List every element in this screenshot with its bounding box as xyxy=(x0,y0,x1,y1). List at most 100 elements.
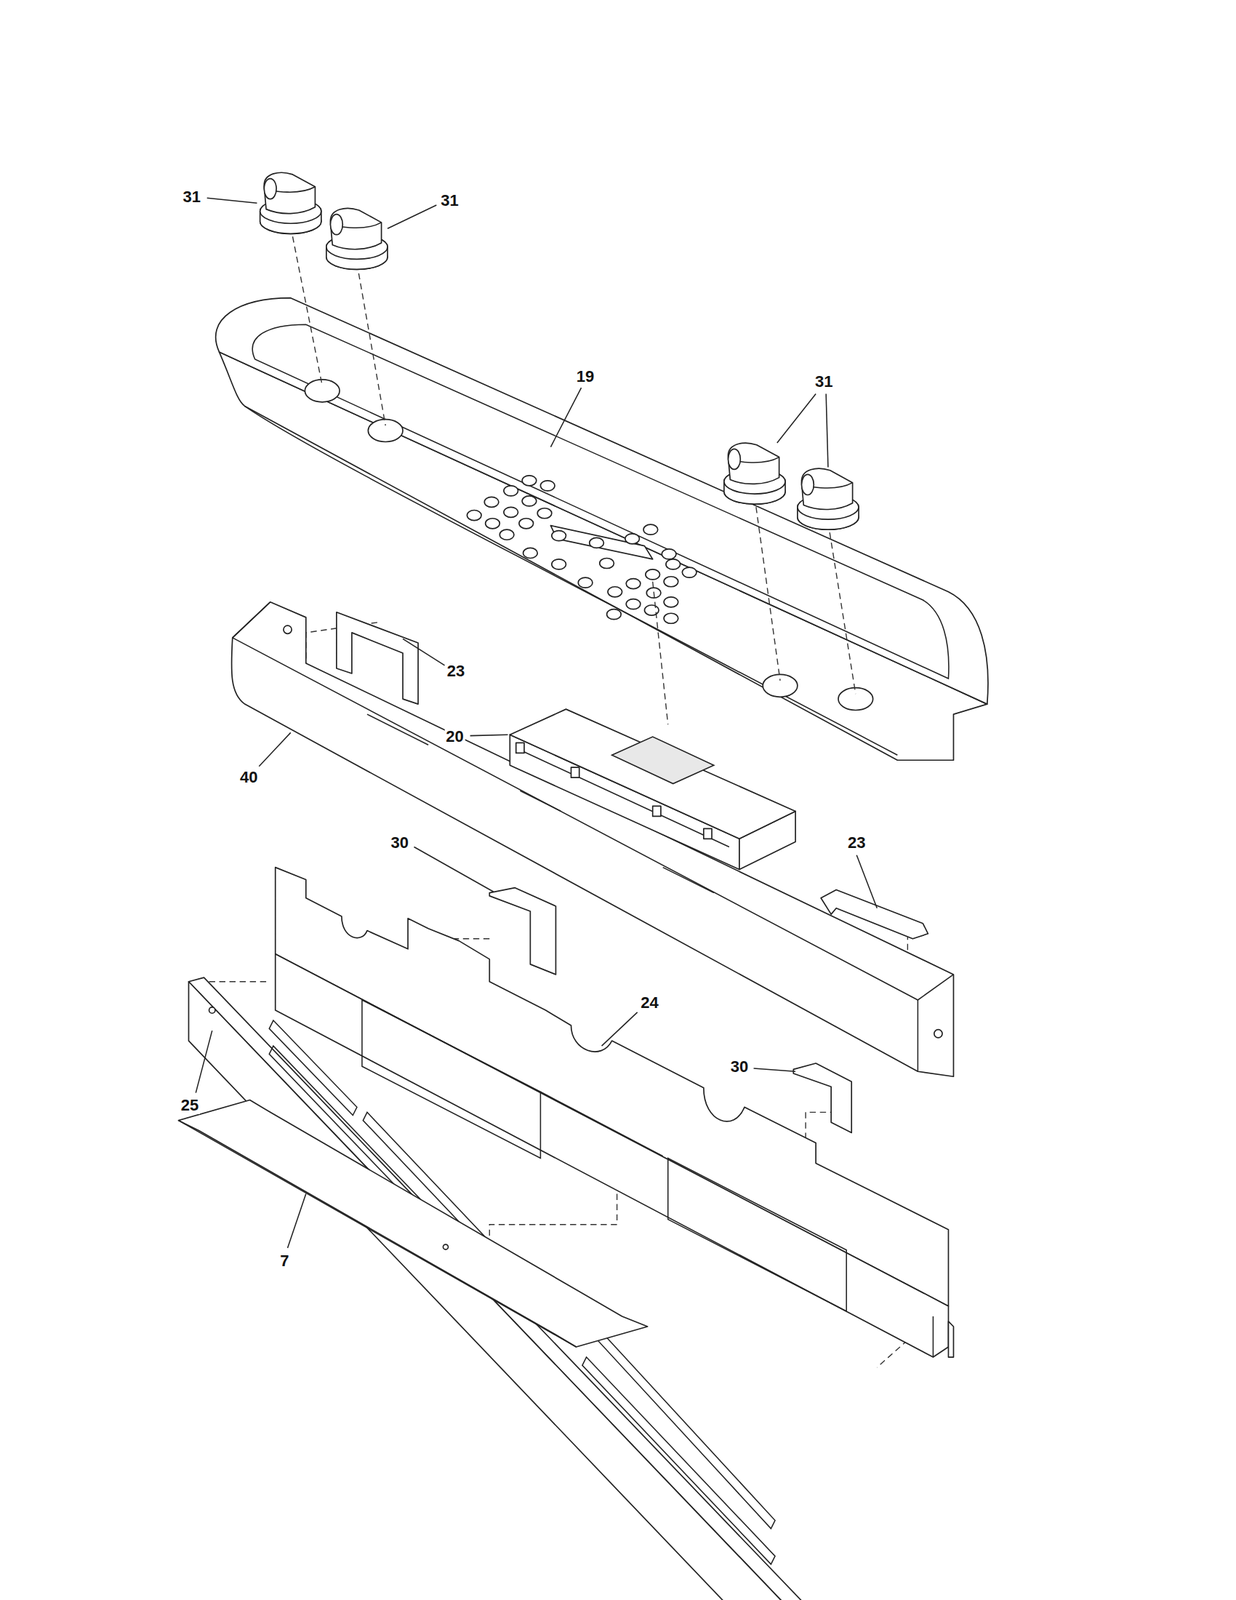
front-rail xyxy=(209,1006,216,1013)
mounting-panel xyxy=(668,1157,847,1311)
mounting-panel xyxy=(275,953,949,1357)
angle-bracket xyxy=(793,1062,852,1133)
keypad xyxy=(607,609,622,620)
callout-number: 23 xyxy=(846,833,867,852)
leader-lines xyxy=(413,847,493,893)
keypad xyxy=(607,586,623,597)
mounting-panel xyxy=(932,1315,935,1357)
control-board xyxy=(570,767,579,778)
callout-number: 40 xyxy=(238,768,259,786)
rear-frame xyxy=(232,602,271,638)
front-rail xyxy=(592,1326,776,1529)
control-board xyxy=(509,708,796,869)
callout-number: 31 xyxy=(813,372,834,391)
assembly-lines xyxy=(209,980,271,982)
leader-lines xyxy=(402,638,445,665)
mounting-bracket xyxy=(336,612,929,939)
mounting-panel xyxy=(275,867,954,1357)
control-board xyxy=(703,828,712,839)
assembly-lines xyxy=(652,581,669,725)
mounting-panel xyxy=(275,867,949,1306)
leader-lines xyxy=(195,1030,212,1093)
control-knobs xyxy=(326,207,388,270)
callout-number: 24 xyxy=(639,993,660,1012)
keypad xyxy=(522,475,537,486)
control-console xyxy=(215,298,989,704)
control-knobs xyxy=(260,172,859,530)
keypad xyxy=(503,485,519,496)
leader-lines xyxy=(602,1012,638,1046)
leader-lines xyxy=(550,387,581,447)
keypad xyxy=(661,548,677,560)
leader-lines xyxy=(753,1068,797,1071)
knob-holes xyxy=(838,687,874,711)
mounting-panel xyxy=(948,1321,954,1357)
control-board xyxy=(652,805,661,816)
keypad xyxy=(625,599,641,610)
keypad xyxy=(625,578,641,589)
rear-frame xyxy=(934,1029,943,1038)
rear-frame xyxy=(283,625,292,634)
control-board xyxy=(509,708,796,839)
keypad xyxy=(644,604,659,616)
cover-plate xyxy=(442,1243,448,1250)
leader-lines xyxy=(470,734,509,736)
control-knobs xyxy=(724,442,786,504)
leader-lines xyxy=(387,205,437,229)
assembly-lines xyxy=(754,496,781,681)
keypad xyxy=(550,525,653,560)
callout-number: 7 xyxy=(278,1251,291,1270)
cover-plate xyxy=(178,1100,648,1348)
knob-holes xyxy=(304,379,340,403)
callout-number: 20 xyxy=(444,727,465,746)
keypad xyxy=(665,559,681,570)
callout-number: 30 xyxy=(729,1057,750,1076)
keypad xyxy=(466,510,482,521)
mounting-bracket xyxy=(820,889,928,938)
callout-number: 19 xyxy=(575,367,596,386)
keypad xyxy=(663,576,679,587)
leader-lines xyxy=(856,855,877,909)
callout-number: 30 xyxy=(389,833,411,852)
keypad xyxy=(540,480,555,491)
keypad xyxy=(663,612,679,624)
control-knobs xyxy=(260,172,322,234)
keypad xyxy=(551,559,567,570)
knob-holes xyxy=(304,379,873,711)
leader-lines xyxy=(825,394,829,468)
keypad xyxy=(484,496,499,507)
control-board xyxy=(516,742,525,753)
callout-number: 31 xyxy=(439,191,460,210)
keypad xyxy=(551,530,567,541)
rear-frame xyxy=(917,999,920,1071)
control-board xyxy=(519,749,730,847)
keypad xyxy=(589,537,605,548)
knob-holes xyxy=(367,419,403,443)
rear-frame xyxy=(519,790,561,811)
keypad xyxy=(537,508,552,519)
keypad xyxy=(523,547,539,558)
rear-frame xyxy=(367,713,429,745)
leader-lines xyxy=(207,197,258,203)
keypad xyxy=(499,529,515,540)
cover-plate xyxy=(178,1100,648,1348)
keypad xyxy=(599,557,615,568)
rear-frame xyxy=(663,867,714,893)
leader-lines xyxy=(287,1193,307,1248)
knob-holes xyxy=(762,673,798,697)
keypad xyxy=(466,475,697,624)
assembly-lines xyxy=(356,263,386,426)
control-board xyxy=(612,736,714,784)
leader-lines xyxy=(258,732,291,766)
leader-lines xyxy=(777,394,816,443)
keypad xyxy=(681,567,697,578)
keypad xyxy=(485,518,501,529)
callout-number: 31 xyxy=(181,188,202,206)
keypad xyxy=(643,524,658,535)
angle-bracket xyxy=(489,887,556,975)
assembly-lines xyxy=(828,522,856,694)
mounting-panel xyxy=(540,1091,663,1156)
leader-lines xyxy=(195,197,877,1248)
